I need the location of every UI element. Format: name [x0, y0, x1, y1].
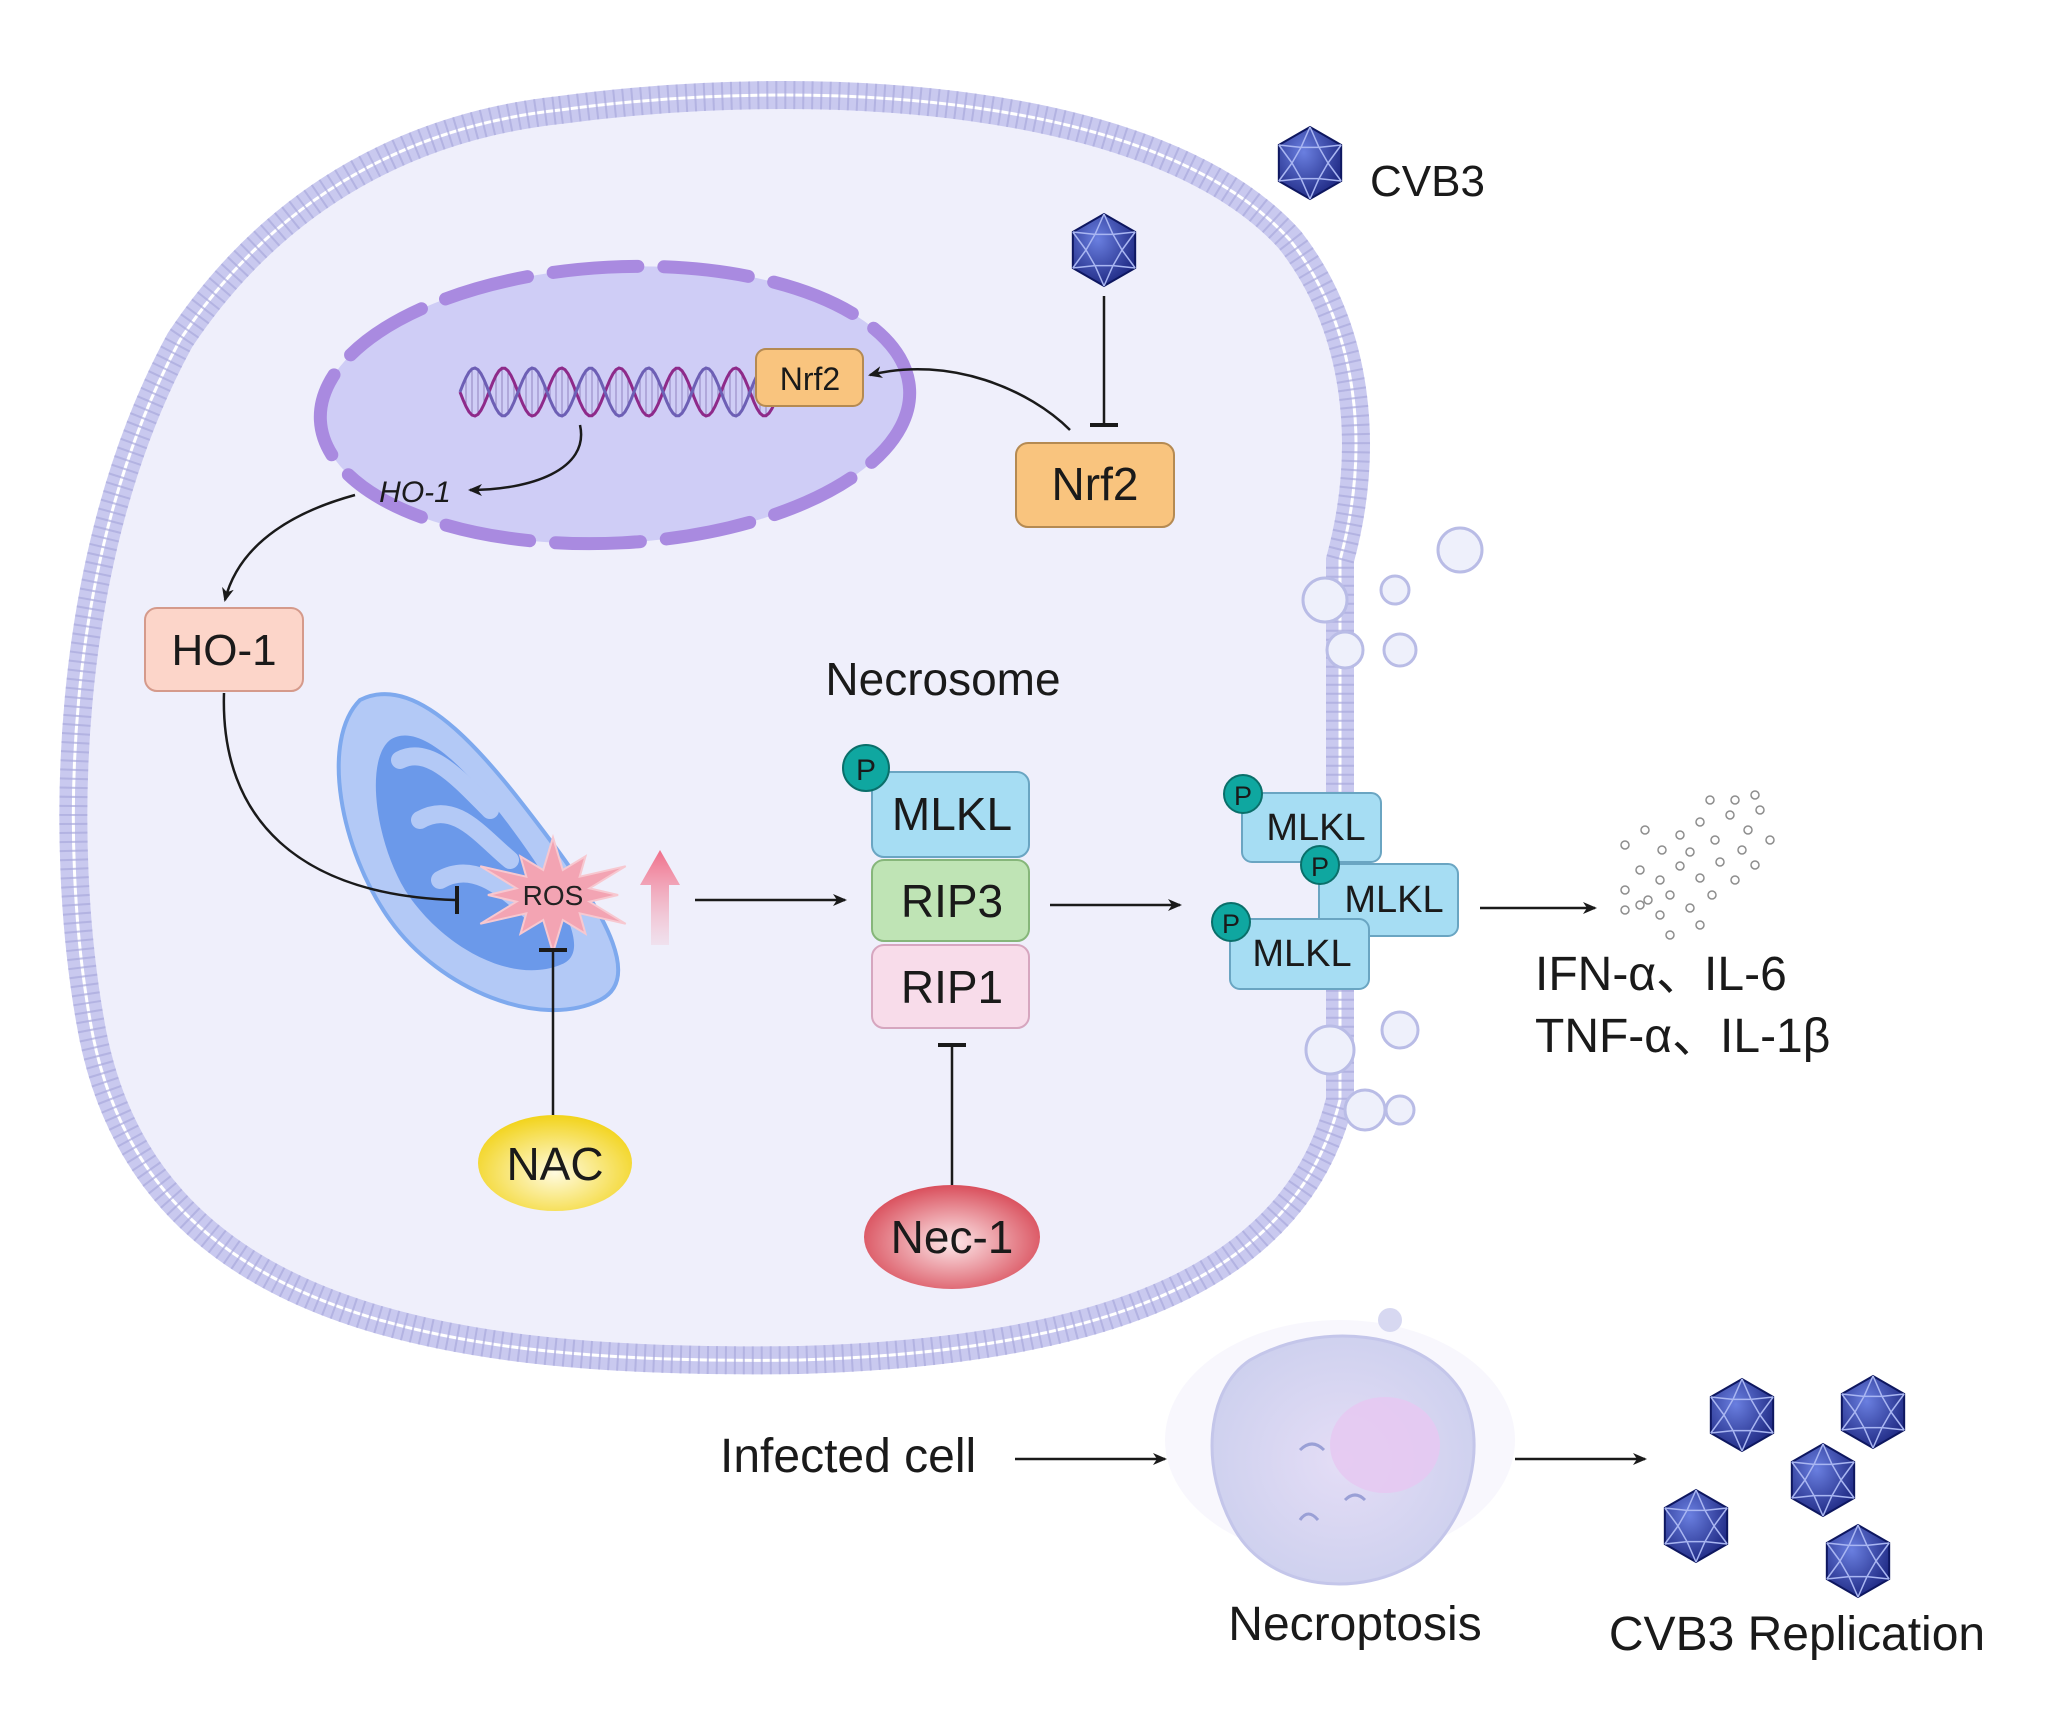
cvb3-legend-label: CVB3	[1370, 157, 1485, 206]
ros-label: ROS	[523, 880, 584, 911]
virus-icon	[1709, 1377, 1775, 1453]
released-cytokines	[1620, 790, 1775, 940]
necroptosis-label: Necroptosis	[1228, 1598, 1481, 1651]
phospho-badge	[1211, 902, 1251, 942]
nrf2-cyto-label: Nrf2	[1052, 458, 1139, 510]
ho1-protein-label: HO-1	[171, 626, 276, 675]
mlkl-oligomer-box-3	[1229, 918, 1370, 990]
translocation-arrow	[868, 366, 1071, 431]
cytokines-line1: IFN-α、IL-6	[1535, 948, 1787, 1001]
membrane-rupture	[1301, 526, 1484, 1132]
ho1-protein-box	[144, 607, 304, 692]
nec1-ellipse	[864, 1185, 1040, 1289]
phospho-badge	[1300, 845, 1340, 885]
inhibit-line	[222, 692, 456, 902]
phospho-label: P	[1222, 909, 1240, 939]
phospho-badge	[1223, 774, 1263, 814]
virus-icon	[1663, 1488, 1729, 1564]
nrf2-cyto-box	[1015, 442, 1175, 528]
necroptotic-cell	[1165, 1308, 1515, 1586]
phospho-badge	[842, 744, 890, 792]
phospho-label: P	[856, 754, 876, 787]
increase-arrow-icon	[640, 850, 680, 945]
infected-cell-label: Infected cell	[720, 1430, 976, 1483]
nac-label: NAC	[506, 1138, 603, 1190]
nrf2-nuclear-box	[755, 348, 864, 407]
transcription-arrow	[468, 424, 583, 496]
phospho-label: P	[1234, 781, 1252, 811]
virus-icon	[1825, 1523, 1891, 1599]
rip1-label: RIP1	[901, 961, 1003, 1013]
phospho-label: P	[1311, 852, 1329, 882]
virus-icon	[1277, 125, 1343, 201]
virus-icon	[1071, 212, 1137, 288]
virus-icon	[1790, 1442, 1856, 1518]
cytokines-line2: TNF-α、IL-1β	[1535, 1010, 1830, 1063]
mlkl-oligomer-label-1: MLKL	[1266, 807, 1365, 849]
mlkl-oligomer-label-2: MLKL	[1344, 879, 1443, 921]
nrf2-nuclear-label: Nrf2	[780, 361, 840, 397]
nec1-label: Nec-1	[891, 1211, 1014, 1263]
nucleus	[313, 259, 917, 551]
nac-ellipse	[478, 1115, 632, 1211]
necrosome-mlkl-label: MLKL	[892, 788, 1012, 840]
rip3-box	[871, 859, 1030, 942]
translation-arrow	[222, 493, 356, 602]
necrosome-mlkl-box	[871, 771, 1030, 858]
virus-icon	[1840, 1374, 1906, 1450]
ho1-gene-label: HO-1	[379, 476, 451, 509]
rip1-box	[871, 944, 1030, 1029]
cvb3-replication-label: CVB3 Replication	[1609, 1608, 1985, 1661]
rip3-label: RIP3	[901, 875, 1003, 927]
mlkl-oligomer-label-3: MLKL	[1252, 933, 1351, 975]
necrosome-label: Necrosome	[825, 653, 1060, 705]
